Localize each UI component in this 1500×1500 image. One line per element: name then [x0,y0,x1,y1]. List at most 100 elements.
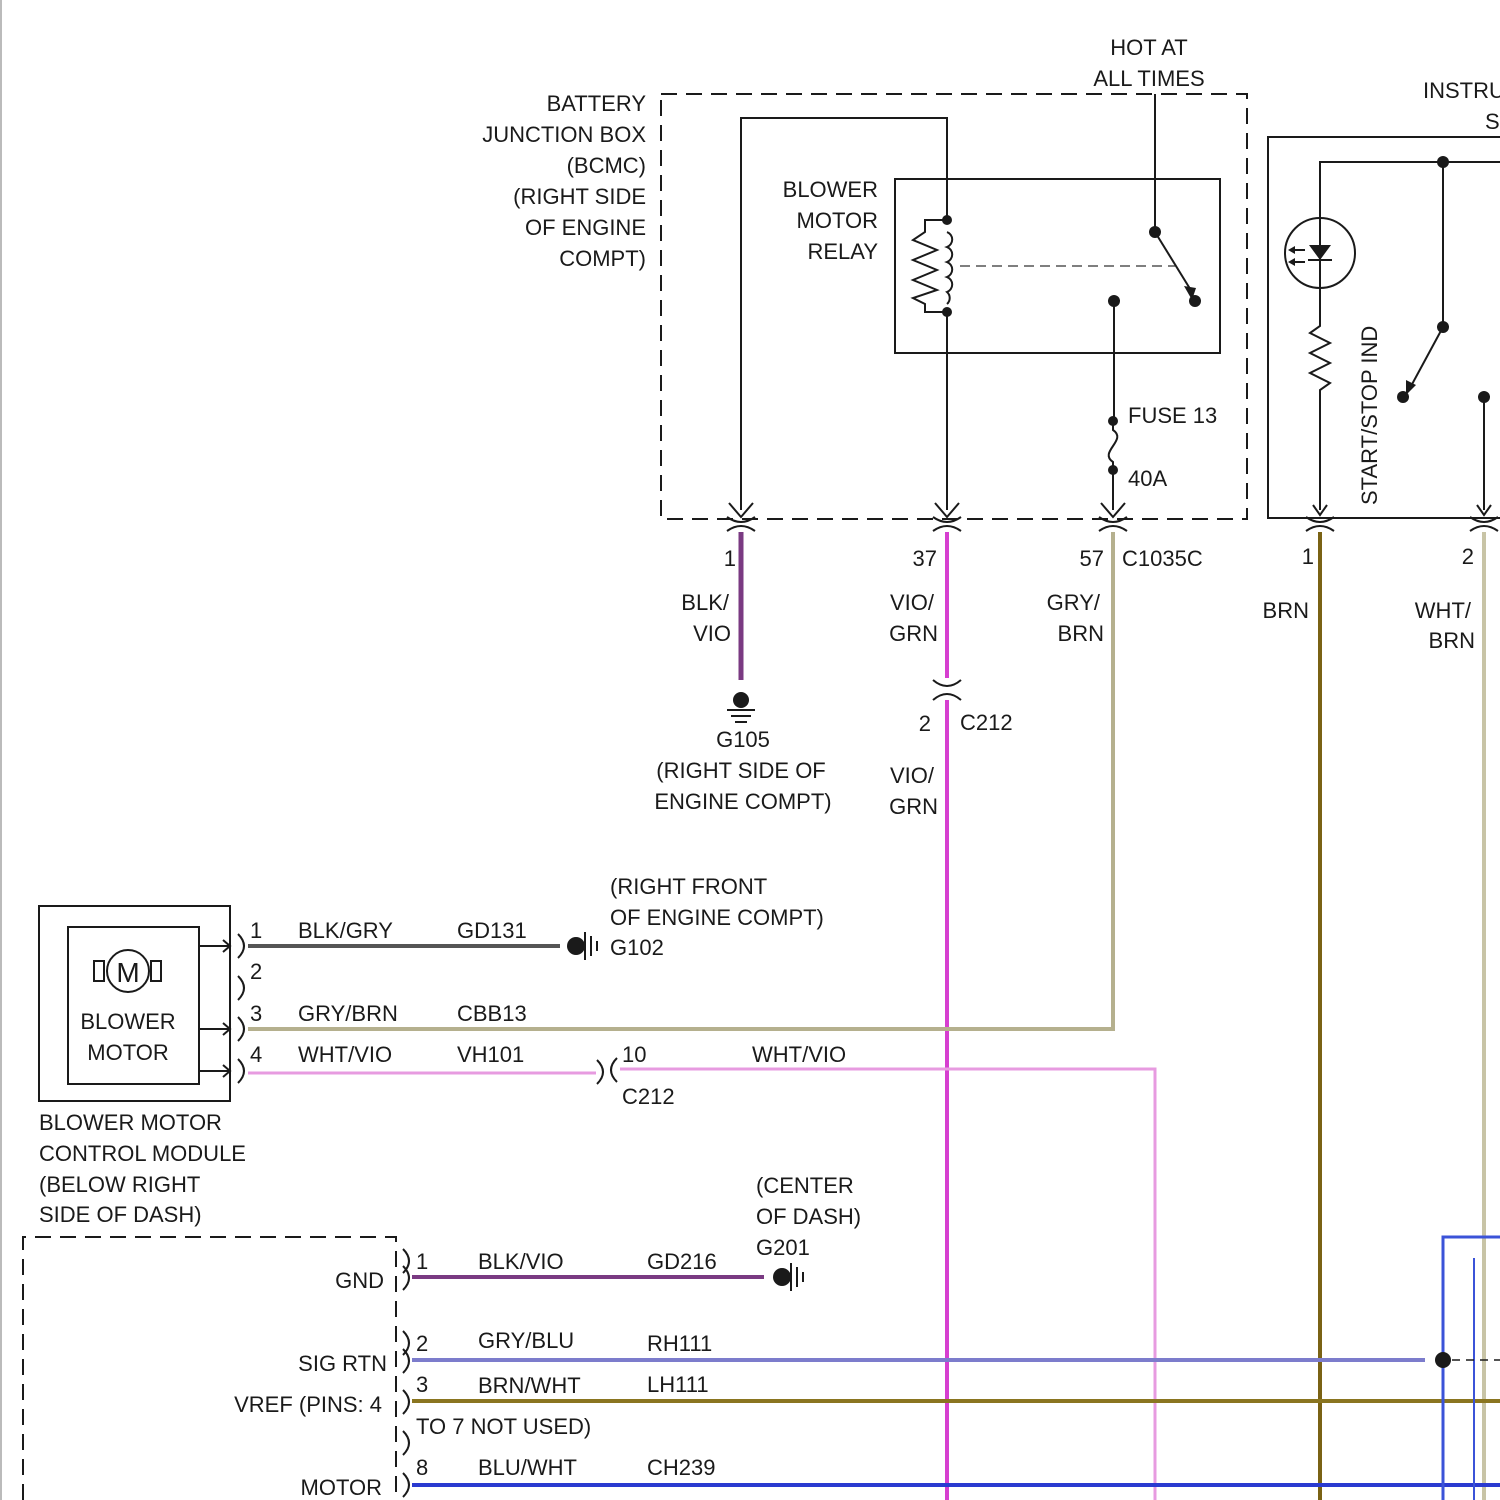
sig-rtn-junction-icon [1435,1352,1500,1368]
indicator-resistor-icon [1310,288,1330,515]
blower-module-arrows [199,940,230,1077]
wire-wht-vio-right [620,1069,1155,1500]
blower-module-label-2: CONTROL MODULE [39,1141,246,1166]
instrument-wire-brn: BRN [1263,598,1309,623]
c1035c-pin-1: 1 [724,546,736,571]
blower-pin-1: 1 [250,918,262,943]
start-stop-ind-label: START/STOP IND [1357,326,1382,505]
hot-at-label: HOT AT [1110,35,1187,60]
bjb-label-line-3: (BCMC) [567,153,646,178]
blower-motor-label-2: MOTOR [87,1040,168,1065]
wire-label-gry-brn-1: GRY/ [1047,590,1101,615]
instrument-pin-2: 2 [1462,544,1474,569]
c212-lower-connector-icon [597,1058,617,1084]
blower-pin-3-color: GRY/BRN [298,1001,398,1026]
blower-module-label-3: (BELOW RIGHT [39,1172,200,1197]
bjb-label-line-2: JUNCTION BOX [482,122,646,147]
g102-name: G102 [610,935,664,960]
c212-upper-wire-1: VIO/ [890,763,935,788]
bjb-label-line-1: BATTERY [547,91,647,116]
g102-location-2: OF ENGINE COMPT) [610,905,824,930]
wires [248,532,1500,1500]
lower-pin-3-circuit: LH111 [647,1372,709,1397]
blower-pin-2: 2 [250,959,262,984]
motor-symbol: M [116,957,139,988]
g105-location-1: (RIGHT SIDE OF [656,758,826,783]
instrument-box-outline [1268,137,1500,518]
g201-ground-icon [773,1263,803,1291]
g201-location-1: (CENTER [756,1173,854,1198]
all-times-label: ALL TIMES [1093,66,1204,91]
blower-pin-3: 3 [250,1001,262,1026]
lower-pin-3-color: BRN/WHT [478,1373,581,1398]
lower-pin-1: 1 [416,1249,428,1274]
lower-not-used-note: TO 7 NOT USED) [416,1414,591,1439]
battery-junction-box-label: BATTERY JUNCTION BOX (BCMC) (RIGHT SIDE … [482,91,646,271]
relay-coil-icon [913,215,1175,317]
g105-ground-icon [727,692,755,722]
wire-label-blk-vio-2: VIO [693,621,731,646]
blower-module-label-4: SIDE OF DASH) [39,1202,202,1227]
lower-pin-8-circuit: CH239 [647,1455,715,1480]
blower-module-label-1: BLOWER MOTOR [39,1110,222,1135]
blower-pin-4: 4 [250,1042,262,1067]
blower-pin-4-color: WHT/VIO [298,1042,392,1067]
c212-lower-connector: C212 [622,1084,675,1109]
c212-upper-connector: C212 [960,710,1013,735]
blower-motor-label-1: BLOWER [80,1009,175,1034]
lower-label-sig-rtn: SIG RTN [298,1351,387,1376]
instrument-switch-icon [1397,321,1491,515]
c212-upper-wire-2: GRN [889,794,938,819]
bjb-label-line-5: OF ENGINE [525,215,646,240]
relay-label-line-3: RELAY [807,239,878,264]
g105-location-2: ENGINE COMPT) [654,789,831,814]
c1035c-connector-label: C1035C [1122,546,1203,571]
lower-pin-2: 2 [416,1331,428,1356]
lower-pin-2-color: GRY/BLU [478,1328,574,1353]
fuse-13-icon [1108,416,1118,510]
instrument-feed-line [1320,162,1500,220]
lower-label-vref: VREF (PINS: 4 [234,1392,382,1417]
c212-upper-connector-icon [933,680,961,700]
g201-name: G201 [756,1235,810,1260]
c1035c-connector-icons [727,503,1127,531]
relay-label-line-2: MOTOR [797,208,878,233]
blower-pin-1-circuit: GD131 [457,918,527,943]
lower-pin-8-color: BLU/WHT [478,1455,577,1480]
instrument-pin-1: 1 [1302,544,1314,569]
c212-lower-pin: 10 [622,1042,646,1067]
lower-label-gnd: GND [335,1268,384,1293]
blower-pin-labels: 1 BLK/GRY GD131 2 3 GRY/BRN CBB13 4 WHT/… [250,918,527,1067]
lower-pin-1-color: BLK/VIO [478,1249,564,1274]
fuse-rating: 40A [1128,466,1167,491]
instrument-wire-wht-brn-2: BRN [1429,628,1475,653]
lower-module-connector-icons [403,1249,409,1497]
blower-pin-3-circuit: CBB13 [457,1001,527,1026]
bjb-label-line-4: (RIGHT SIDE [513,184,646,209]
wire-label-gry-brn-2: BRN [1058,621,1104,646]
lower-pin-3: 3 [416,1372,428,1397]
g201-location-2: OF DASH) [756,1204,861,1229]
lower-pin-2-circuit: RH111 [647,1331,712,1356]
bjb-label-line-6: COMPT) [559,246,646,271]
c1035c-pin-37: 37 [913,546,937,571]
lower-label-motor: MOTOR [301,1475,382,1500]
blower-pin-1-color: BLK/GRY [298,918,393,943]
lower-pin-8: 8 [416,1455,428,1480]
instrument-title-fragment-1: INSTRU [1423,78,1500,103]
wire-label-vio-grn-2: GRN [889,621,938,646]
g102-location-1: (RIGHT FRONT [610,874,767,899]
instrument-title-fragment-2: S [1485,109,1500,134]
instrument-connector-icons [1306,517,1498,531]
lower-pin-1-circuit: GD216 [647,1249,717,1274]
battery-junction-box-outline [661,94,1247,519]
c212-upper-pin: 2 [919,711,931,736]
g105-name: G105 [716,727,770,752]
blower-pin-4-circuit: VH101 [457,1042,524,1067]
blower-pin-connector-icons [238,934,244,1083]
wire-label-vio-grn-1: VIO/ [890,590,935,615]
c1035c-pin-57: 57 [1080,546,1104,571]
wire-label-blk-vio-1: BLK/ [681,590,730,615]
instrument-wire-wht-brn-1: WHT/ [1415,598,1472,623]
